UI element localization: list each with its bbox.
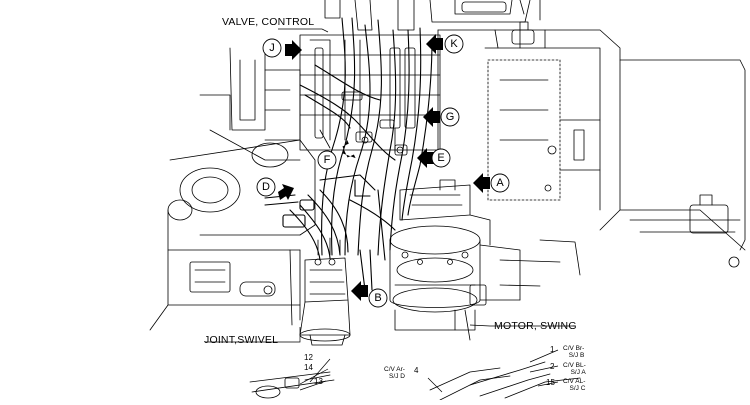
bottom-detail-views — [249, 361, 581, 401]
hose-fittings — [341, 91, 408, 156]
callout-b: B — [368, 288, 388, 308]
callout-b-letter: B — [374, 292, 381, 304]
port-label-sj-a: S/J A — [570, 369, 586, 376]
callout-k-letter: K — [450, 38, 458, 50]
callout-g: G — [440, 107, 460, 127]
port-label-cv-br: C/V Br- — [563, 345, 585, 352]
port-label-cv-bl: C/V BL- — [563, 362, 586, 369]
part-number-12: 12 — [304, 353, 313, 362]
callout-e: E — [431, 148, 451, 168]
port-label-cv-br-sj-b: C/V Br- S/J B — [563, 345, 584, 359]
port-label-sj-c: S/J C — [569, 385, 586, 392]
label-valve-control: VALVE, CONTROL — [222, 16, 315, 28]
swivel-joint — [299, 237, 351, 346]
part-number-13: 13 — [314, 377, 323, 386]
label-motor-swing: MOTOR, SWING — [494, 320, 577, 332]
callout-k: K — [444, 34, 464, 54]
callout-d-letter: D — [262, 181, 270, 193]
port-label-sj-b: S/J B — [568, 352, 585, 359]
hoses-to-swivel — [264, 174, 396, 291]
callout-a-letter: A — [496, 177, 504, 189]
callout-f-letter: F — [324, 154, 331, 166]
part-number-15: 15 — [546, 378, 555, 387]
callout-f: F — [317, 150, 337, 170]
lower-frame — [149, 249, 301, 331]
swing-motor — [389, 179, 581, 341]
callout-markers: J K G F E A D B — [256, 34, 510, 308]
callout-a: A — [490, 173, 510, 193]
callout-e-letter: E — [437, 152, 444, 164]
port-label-cv-ar-sj-d: C/V Ar- S/J D — [384, 366, 405, 380]
callout-d: D — [256, 177, 276, 197]
upper-frame — [324, 0, 541, 31]
port-label-cv-ar: C/V Ar- — [384, 366, 405, 373]
label-joint-swivel: JOINT,SWIVEL — [204, 334, 279, 346]
right-housing — [437, 21, 746, 268]
callout-j: J — [262, 38, 282, 58]
leader-lines — [205, 28, 575, 393]
port-label-cv-al: C/V AL- — [563, 378, 586, 385]
hose-bundle-valve — [299, 17, 433, 256]
callout-g-letter: G — [446, 111, 455, 123]
pointer-arrows — [278, 34, 490, 301]
port-label-cv-bl-sj-a: C/V BL- S/J A — [563, 362, 586, 376]
part-number-2: 2 — [550, 362, 555, 371]
port-label-sj-d: S/J D — [389, 373, 405, 380]
part-number-4: 4 — [414, 366, 419, 375]
left-frame — [199, 47, 301, 161]
callout-j-letter: J — [269, 42, 275, 54]
port-label-cv-al-sj-c: C/V AL- S/J C — [563, 378, 585, 392]
part-number-1: 1 — [550, 345, 555, 354]
part-number-14: 14 — [304, 363, 313, 372]
